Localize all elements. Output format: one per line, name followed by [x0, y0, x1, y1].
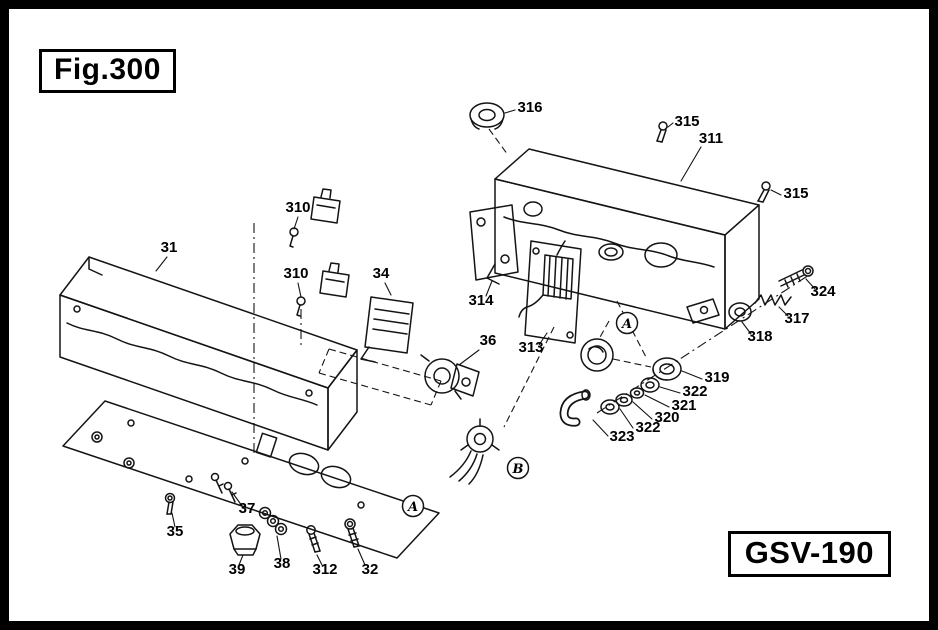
part-label-313: 313 [518, 339, 543, 356]
part-31-mount-panel-drawing [62, 400, 440, 559]
part-322-washer-lower-drawing [600, 399, 620, 415]
part-label-36: 36 [480, 332, 497, 349]
part-number-labels: 31 310 310 34 36 316 315 311 315 314 313… [161, 99, 837, 578]
figure-number-label: Fig.300 [54, 53, 161, 86]
part-label-321: 321 [671, 397, 696, 414]
part-320-washer-drawing [615, 393, 633, 407]
part-318-grommet-drawing [728, 302, 752, 322]
part-label-319: 319 [704, 369, 729, 386]
part-36-carburetor-drawing [420, 354, 480, 400]
part-label-322b: 322 [635, 419, 660, 436]
part-311-fuel-tank-drawing [486, 148, 760, 330]
part-312-bolt-drawing [306, 525, 321, 553]
part-316-grommet-drawing [469, 102, 505, 130]
part-label-315a: 315 [674, 113, 699, 130]
part-label-318: 318 [747, 328, 772, 345]
part-label-312: 312 [312, 561, 337, 578]
part-31-base-cover-drawing [59, 256, 358, 451]
figure-number-box: Fig.300 [39, 49, 176, 93]
view-callout-a-left-label: A [406, 500, 418, 515]
part-310-switch-upper-drawing [289, 188, 341, 248]
part-label-31: 31 [161, 239, 178, 256]
leader-lines [155, 109, 816, 566]
part-321-washer-drawing [629, 387, 645, 399]
part-317-spring-drawing [754, 294, 792, 306]
part-label-38: 38 [274, 555, 291, 572]
part-310-switch-lower-drawing [296, 262, 350, 317]
part-38-washers-drawing [258, 506, 288, 536]
view-callout-a-right: A [615, 311, 639, 335]
part-label-324: 324 [810, 283, 836, 300]
fuel-valve-assembly-drawing [449, 418, 500, 485]
fuel-strainer-drawing [580, 338, 614, 372]
model-code-box: GSV-190 [727, 531, 891, 577]
part-label-32: 32 [362, 561, 379, 578]
part-label-37: 37 [239, 500, 256, 517]
view-callout-b: B [506, 456, 530, 480]
part-label-314: 314 [468, 292, 494, 309]
part-label-35: 35 [167, 523, 184, 540]
view-callout-b-label: B [512, 462, 524, 477]
part-315-bolt-upper-drawing [656, 121, 668, 143]
part-label-310a: 310 [285, 199, 310, 216]
part-319-cup-drawing [652, 357, 682, 381]
part-label-317: 317 [784, 310, 809, 327]
part-label-315b: 315 [783, 185, 808, 202]
part-label-316: 316 [517, 99, 542, 116]
part-314-plate-drawing [469, 204, 519, 281]
part-324-bolt-drawing [778, 265, 814, 288]
part-label-311: 311 [699, 130, 723, 147]
part-label-320: 320 [654, 409, 679, 426]
part-label-322a: 322 [682, 383, 707, 400]
part-label-310b: 310 [283, 265, 308, 282]
exploded-parts-diagram: 31 310 310 34 36 316 315 311 315 314 313… [59, 99, 837, 578]
part-313-plate-drawing [518, 240, 582, 344]
model-code-label: GSV-190 [744, 535, 874, 570]
part-label-39: 39 [229, 561, 246, 578]
part-322-washer-upper-drawing [640, 377, 660, 393]
part-315-bolt-right-drawing [757, 181, 771, 203]
part-39-cap-drawing [229, 524, 261, 556]
part-37-screws-drawing [210, 472, 237, 503]
part-32-bolt-drawing [344, 518, 360, 548]
part-35-bolt-drawing [164, 492, 176, 515]
part-34-drawing [360, 296, 414, 363]
part-323-elbow-drawing [559, 389, 591, 427]
view-callout-a-left: A [401, 494, 425, 518]
part-label-323: 323 [609, 428, 634, 445]
part-label-34: 34 [373, 265, 390, 282]
view-callout-a-right-label: A [620, 317, 632, 332]
